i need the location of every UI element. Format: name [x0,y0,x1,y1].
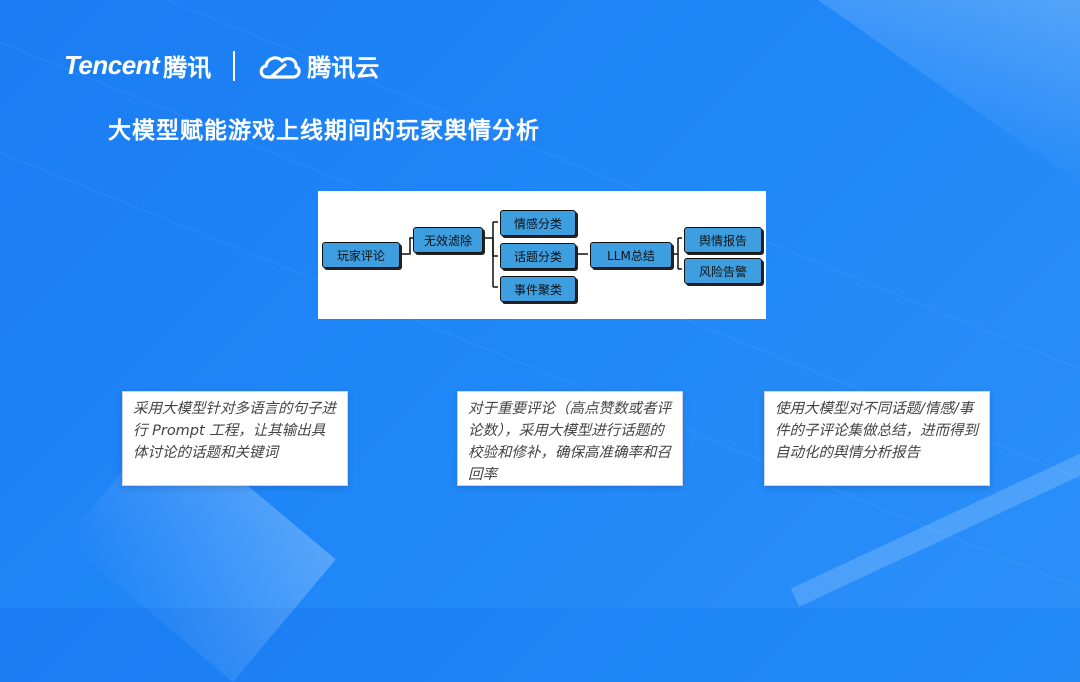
decor-streak [754,0,1080,197]
note-card: 对于重要评论（高点赞数或者评论数），采用大模型进行话题的校验和修补，确保高准确率… [457,391,683,486]
cloud-logo-icon [259,55,301,79]
tencent-logo-text: Tencent [64,50,160,80]
note-card: 采用大模型针对多语言的句子进行 Prompt 工程，让其输出具体讨论的话题和关键… [122,391,348,486]
node-player-comments: 玩家评论 [322,242,400,268]
node-topic: 话题分类 [500,243,576,269]
node-risk-alert: 风险告警 [684,258,762,284]
note-card: 使用大模型对不同话题/情感/事件的子评论集做总结，进而得到自动化的舆情分析报告 [764,391,990,486]
logo-divider [233,50,236,81]
diagram-connectors [401,221,682,288]
tencent-cloud-logo-text: 腾讯云 [307,54,380,82]
node-llm-summary: LLM总结 [590,242,672,268]
tencent-logo-cn: 腾讯 [163,54,212,82]
node-sentiment: 情感分类 [500,210,576,236]
logo-bar: Tencent 腾讯 腾讯云 [64,48,379,83]
node-report: 舆情报告 [684,227,762,253]
page-title: 大模型赋能游戏上线期间的玩家舆情分析 [108,118,540,144]
node-event: 事件聚类 [500,276,576,302]
flow-diagram: 玩家评论 无效滤除 情感分类 话题分类 事件聚类 LLM总结 舆情报告 风险告警 [318,191,766,319]
node-invalid-filter: 无效滤除 [413,227,483,253]
